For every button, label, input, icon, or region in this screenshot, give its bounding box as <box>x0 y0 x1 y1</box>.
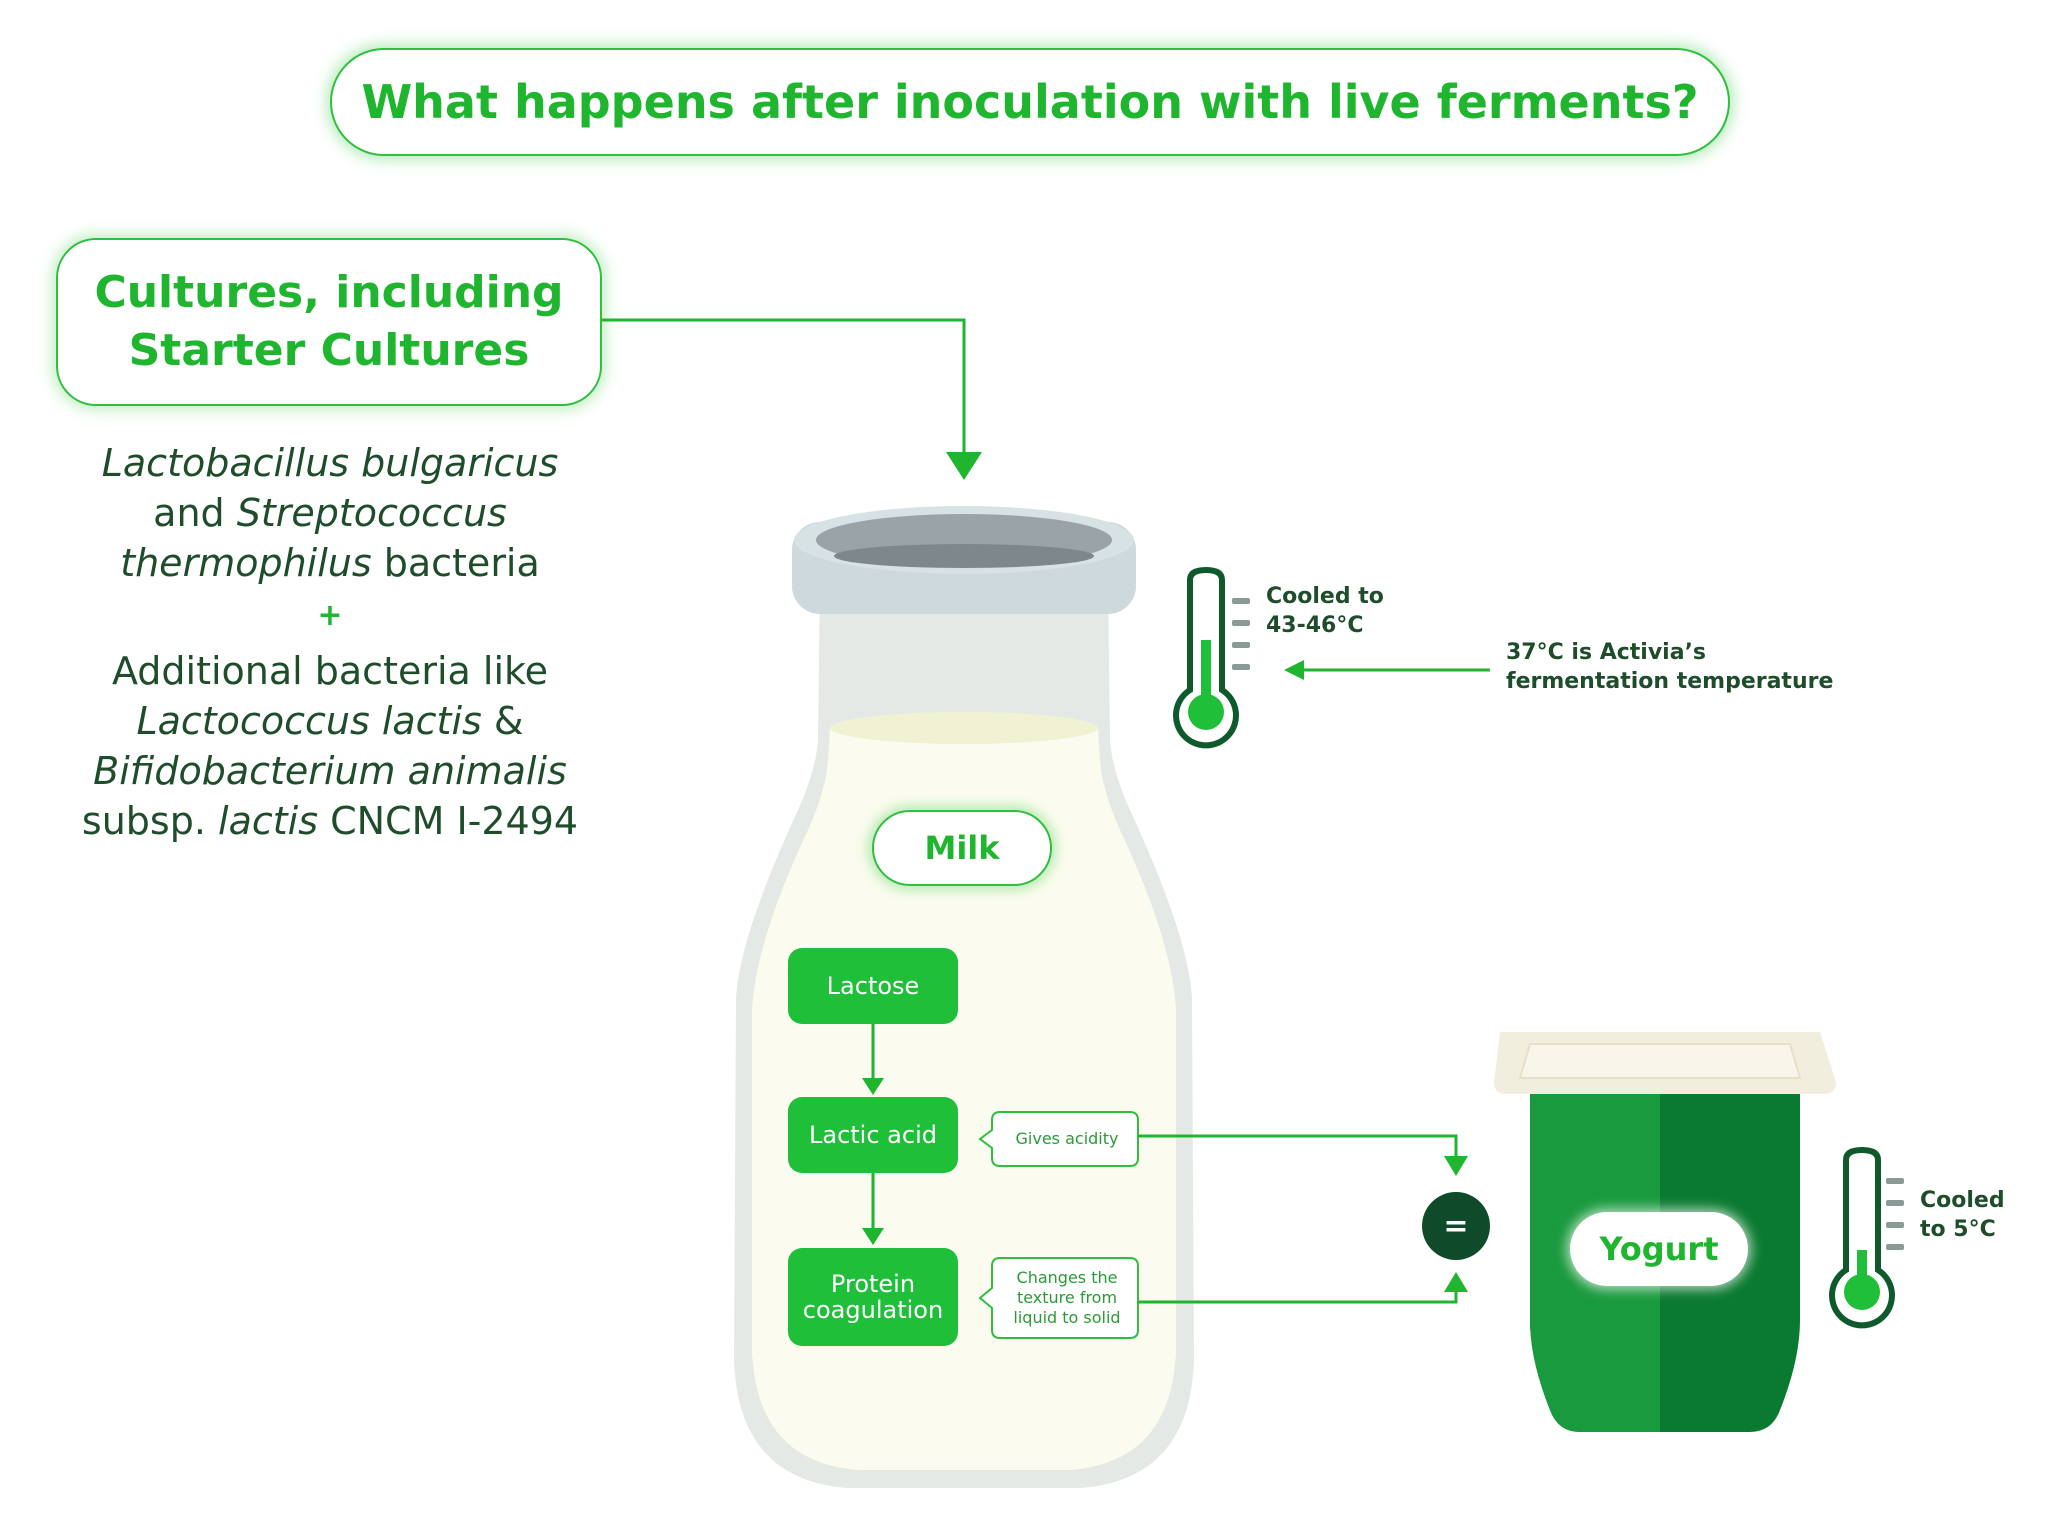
step-protein-l1: Protein <box>830 1270 916 1298</box>
yogurt-label: Yogurt <box>1570 1212 1748 1286</box>
texture-callout-bubble <box>978 1257 1139 1339</box>
bacteria-l4: Additional bacteria like <box>111 649 549 693</box>
bacteria-l5a: Lactococcus lactis <box>136 699 482 743</box>
activia-l2: fermentation temperature <box>1506 669 1834 694</box>
texture-l1: Changes the <box>1016 1268 1118 1287</box>
acidity-to-equals-connector <box>1138 1134 1458 1160</box>
thermometer-2-label: Cooled to 5°C <box>1920 1186 2040 1244</box>
step-lactic-acid: Lactic acid <box>788 1097 958 1173</box>
texture-l2: texture from <box>1016 1288 1118 1307</box>
title-banner: What happens after inoculation with live… <box>330 48 1730 156</box>
acidity-callout: Gives acidity <box>996 1112 1138 1166</box>
cultures-box: Cultures, including Starter Cultures <box>56 238 602 406</box>
texture-callout: Changes the texture from liquid to solid <box>996 1258 1138 1338</box>
arrowhead-1 <box>862 1078 884 1095</box>
activia-note: 37°C is Activia’s fermentation temperatu… <box>1506 638 1906 696</box>
equals-text: = <box>1443 1208 1469 1244</box>
acidity-callout-bubble <box>978 1111 1139 1167</box>
step-lactose: Lactose <box>788 948 958 1024</box>
bacteria-description: Lactobacillus bulgaricus and Streptococc… <box>30 438 630 846</box>
texture-l3: liquid to solid <box>1013 1308 1121 1327</box>
thermo2-l1: Cooled <box>1920 1188 2005 1213</box>
cultures-line-2: Starter Cultures <box>128 325 530 376</box>
bacteria-l6: Bifidobacterium animalis <box>93 749 567 793</box>
bacteria-l7b: lactis <box>218 799 319 843</box>
milk-label: Milk <box>872 810 1052 886</box>
bacteria-l7c: CNCM I-2494 <box>318 799 579 843</box>
step-protein-l2: coagulation <box>802 1296 944 1324</box>
activia-l1: 37°C is Activia’s <box>1506 640 1707 665</box>
cultures-to-bottle-connector <box>602 318 966 458</box>
step-protein-coagulation: Protein coagulation <box>788 1248 958 1346</box>
arrowhead-2 <box>862 1228 884 1245</box>
thermo2-l2: to 5°C <box>1920 1217 1996 1242</box>
arrowhead-3 <box>1444 1156 1468 1176</box>
thermometer-1 <box>1173 566 1250 749</box>
yogurt-text: Yogurt <box>1599 1230 1719 1268</box>
cultures-line-1: Cultures, including <box>94 267 564 318</box>
texture-to-equals-connector <box>1138 1288 1458 1304</box>
bacteria-l3b: bacteria <box>371 541 540 585</box>
arrowhead-5 <box>1284 660 1304 680</box>
step-lactose-text: Lactose <box>826 972 920 1000</box>
arrowhead-4 <box>1444 1272 1468 1292</box>
bacteria-l2a: and <box>153 491 237 535</box>
acidity-callout-text: Gives acidity <box>1015 1129 1119 1148</box>
step-lactic-acid-text: Lactic acid <box>809 1121 937 1149</box>
equals-sign: = <box>1422 1192 1490 1260</box>
thermometer-2 <box>1829 1146 1904 1329</box>
bacteria-l5b: & <box>481 699 524 743</box>
milk-text: Milk <box>924 829 1000 867</box>
thermo1-l2: 43-46°C <box>1266 613 1364 638</box>
page-title: What happens after inoculation with live… <box>361 75 1699 129</box>
bacteria-l7a: subsp. <box>81 799 219 843</box>
down-arrowhead <box>946 452 982 480</box>
thermo1-l1: Cooled to <box>1266 584 1384 609</box>
bacteria-l2b: Streptococcus <box>236 491 507 535</box>
thermometer-1-label: Cooled to 43-46°C <box>1266 582 1466 640</box>
bacteria-l3a: thermophilus <box>120 541 372 585</box>
plus-sign: + <box>317 598 343 633</box>
bacteria-l1: Lactobacillus bulgaricus <box>101 441 559 485</box>
